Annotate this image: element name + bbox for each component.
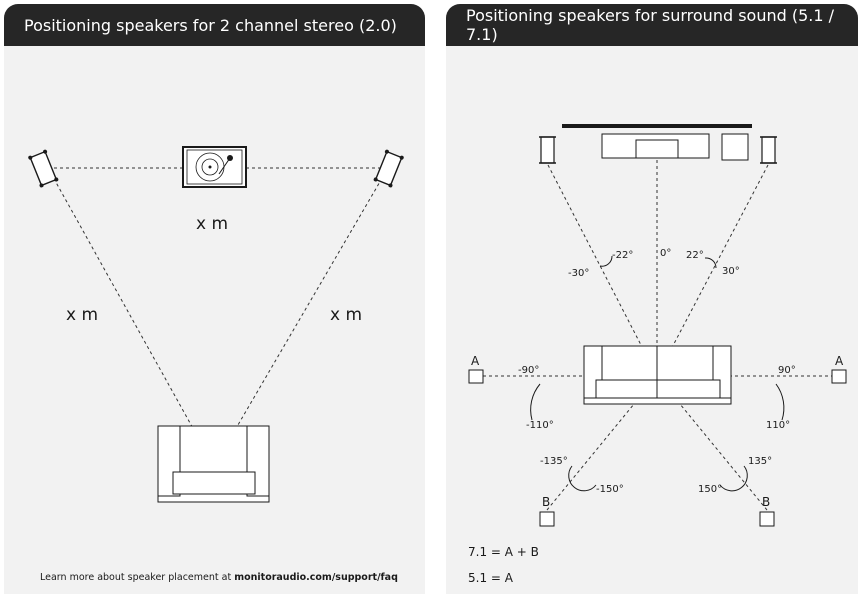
angle-label-rear-right-outer: 150° [698, 484, 722, 495]
stereo-panel-title: Positioning speakers for 2 channel stere… [4, 4, 425, 46]
angle-label-rear-right-inner: 135° [748, 456, 772, 467]
angle-label-side-left-inner: -90° [518, 365, 539, 376]
surround-panel-title: Positioning speakers for surround sound … [446, 4, 858, 46]
legend-line-7-1: 7.1 = A + B [468, 545, 539, 559]
speaker-label-rear-left: B [542, 495, 550, 509]
angle-label-front-left-outer: -30° [568, 268, 589, 279]
front-right-speaker-icon [760, 136, 777, 164]
surround-panel: Positioning speakers for surround sound … [446, 4, 858, 594]
angle-label-front-right-outer: 30° [722, 266, 740, 277]
front-left-speaker-icon [539, 136, 556, 164]
sofa-icon [583, 345, 732, 405]
angle-label-front-right-inner: 22° [686, 250, 704, 261]
angle-label-rear-left-inner: -135° [540, 456, 568, 467]
subwoofer-icon [721, 133, 749, 161]
legend-line-5-1: 5.1 = A [468, 571, 513, 585]
armchair-icon [157, 425, 270, 503]
footer-link[interactable]: monitoraudio.com/support/faq [234, 572, 398, 583]
distance-label-left: x m [66, 305, 98, 325]
tv-screen [562, 124, 752, 128]
angle-label-center: 0° [660, 248, 671, 259]
turntable-icon [182, 146, 247, 188]
speaker-label-side-right: A [835, 354, 844, 368]
rear-right-speaker-icon [759, 511, 775, 527]
surround-angle-lines [483, 160, 836, 511]
footer-note: Learn more about speaker placement at mo… [40, 572, 398, 583]
center-speaker-icon [601, 133, 710, 159]
distance-label-top: x m [196, 214, 228, 234]
speaker-label-rear-right: B [762, 495, 770, 509]
rear-left-speaker-icon [539, 511, 555, 527]
distance-label-right: x m [330, 305, 362, 325]
stereo-right-speaker-icon [373, 149, 404, 188]
side-left-speaker-icon [468, 369, 484, 384]
angle-label-side-left-outer: -110° [526, 420, 554, 431]
footer-prefix: Learn more about speaker placement at [40, 572, 235, 583]
angle-label-side-right-outer: 110° [766, 420, 790, 431]
speaker-label-side-left: A [471, 354, 480, 368]
angle-label-side-right-inner: 90° [778, 365, 796, 376]
side-right-speaker-icon [831, 369, 847, 384]
angle-label-rear-left-outer: -150° [596, 484, 624, 495]
angle-label-front-left-inner: -22° [612, 250, 633, 261]
stereo-left-speaker-icon [28, 149, 59, 188]
angle-arcs [530, 255, 785, 492]
